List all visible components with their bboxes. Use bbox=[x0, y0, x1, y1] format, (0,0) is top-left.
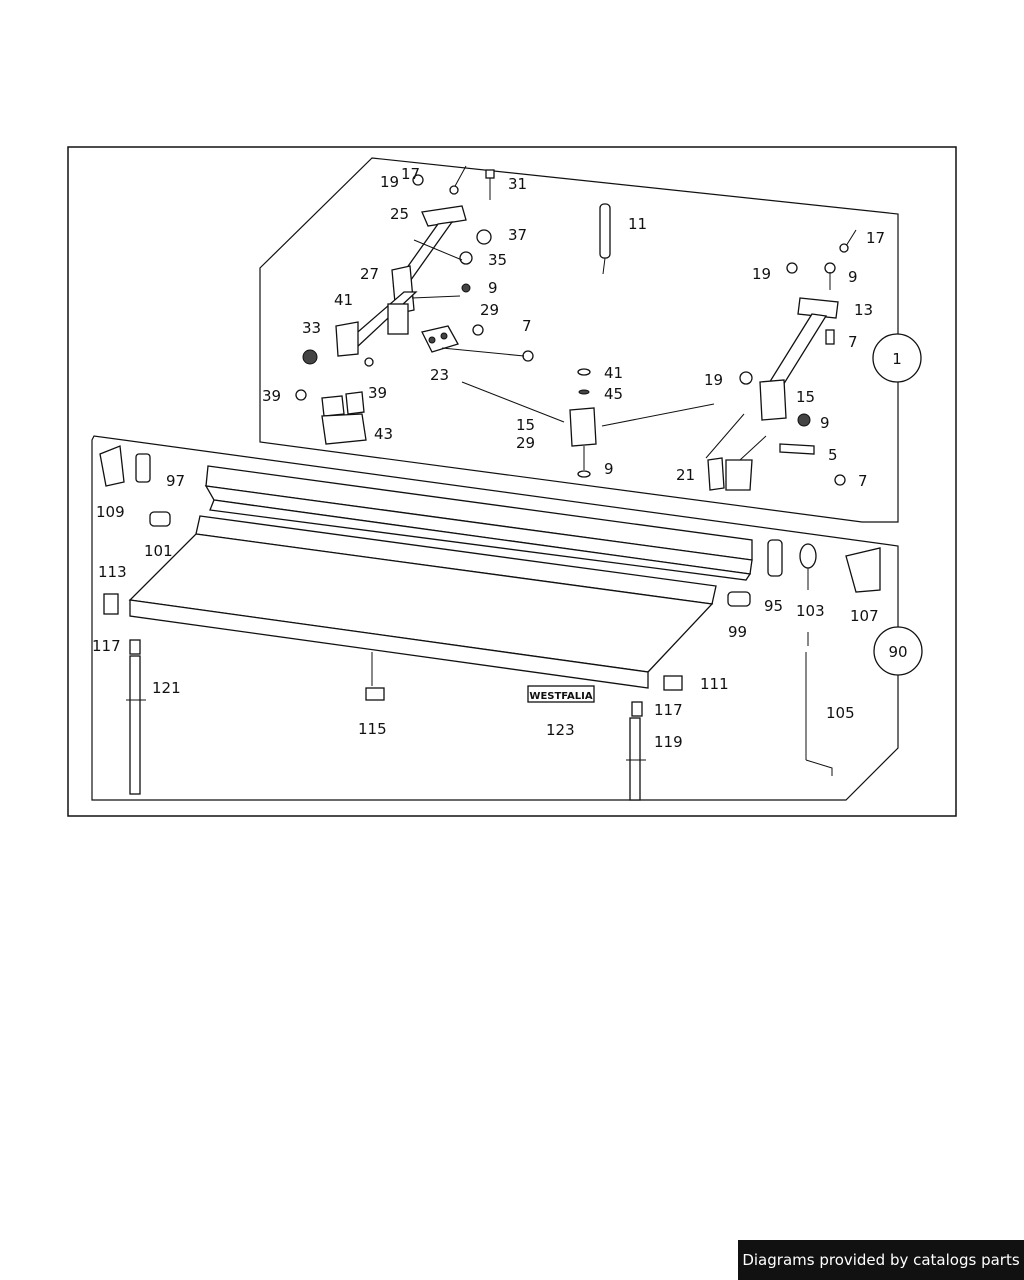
part-label-39: 39 bbox=[368, 384, 387, 402]
part-label-117: 117 bbox=[92, 637, 121, 655]
end-caps bbox=[99, 445, 881, 691]
part-label-21: 21 bbox=[676, 466, 695, 484]
part-label-35: 35 bbox=[488, 251, 507, 269]
part-label-19: 19 bbox=[752, 265, 771, 283]
group-panel-1 bbox=[259, 157, 899, 523]
diagram-frame bbox=[67, 146, 957, 817]
part-label-7: 7 bbox=[848, 333, 858, 351]
group-1-leader-lines bbox=[411, 239, 767, 461]
part-label-123: 123 bbox=[546, 721, 575, 739]
part-label-15: 15 bbox=[516, 416, 535, 434]
part-label-9: 9 bbox=[820, 414, 830, 432]
part-label-15: 15 bbox=[796, 388, 815, 406]
group-callout-1: 1 bbox=[872, 333, 922, 383]
part-label-95: 95 bbox=[764, 597, 783, 615]
part-label-9: 9 bbox=[604, 460, 614, 478]
awning-case bbox=[204, 465, 753, 581]
part-label-23: 23 bbox=[430, 366, 449, 384]
part-label-109: 109 bbox=[96, 503, 125, 521]
part-label-111: 111 bbox=[700, 675, 729, 693]
part-label-121: 121 bbox=[152, 679, 181, 697]
logo-plate-123: WESTFALIA bbox=[527, 685, 595, 703]
part-label-45: 45 bbox=[604, 385, 623, 403]
center-bracket bbox=[569, 368, 597, 478]
part-label-41: 41 bbox=[604, 364, 623, 382]
awning-fabric bbox=[128, 533, 714, 689]
group-panel-90 bbox=[91, 435, 899, 801]
part-label-13: 13 bbox=[854, 301, 873, 319]
part-label-19: 19 bbox=[704, 371, 723, 389]
part-label-39: 39 bbox=[262, 387, 281, 405]
part-label-31: 31 bbox=[508, 175, 527, 193]
bracket-43 bbox=[321, 391, 367, 445]
small-fasteners bbox=[295, 165, 534, 401]
part-label-103: 103 bbox=[796, 602, 825, 620]
footer-credit: Diagrams provided by catalogs parts bbox=[738, 1240, 1024, 1280]
part-label-37: 37 bbox=[508, 226, 527, 244]
bracket-21 bbox=[707, 457, 753, 491]
part-label-105: 105 bbox=[826, 704, 855, 722]
svg-text:90: 90 bbox=[888, 643, 907, 661]
pin-11 bbox=[599, 203, 611, 275]
part-label-101: 101 bbox=[144, 542, 173, 560]
part-label-11: 11 bbox=[628, 215, 647, 233]
part-label-113: 113 bbox=[98, 563, 127, 581]
part-label-7: 7 bbox=[522, 317, 532, 335]
crank-handle bbox=[805, 652, 833, 776]
part-label-33: 33 bbox=[302, 319, 321, 337]
part-label-9: 9 bbox=[488, 279, 498, 297]
part-label-97: 97 bbox=[166, 472, 185, 490]
left-arm-assembly bbox=[335, 205, 467, 357]
part-label-29: 29 bbox=[516, 434, 535, 452]
part-label-117: 117 bbox=[654, 701, 683, 719]
part-label-17: 17 bbox=[866, 229, 885, 247]
svg-text:1: 1 bbox=[892, 350, 902, 368]
part-label-29: 29 bbox=[480, 301, 499, 319]
part-label-9: 9 bbox=[848, 268, 858, 286]
right-arm-assembly bbox=[739, 229, 857, 486]
part-label-27: 27 bbox=[360, 265, 379, 283]
part-label-115: 115 bbox=[358, 720, 387, 738]
part-label-99: 99 bbox=[728, 623, 747, 641]
svg-text:WESTFALIA: WESTFALIA bbox=[529, 691, 592, 702]
part-label-17: 17 bbox=[401, 165, 420, 183]
part-label-41: 41 bbox=[334, 291, 353, 309]
support-legs bbox=[126, 639, 646, 801]
part-label-107: 107 bbox=[850, 607, 879, 625]
part-label-119: 119 bbox=[654, 733, 683, 751]
part-label-5: 5 bbox=[828, 446, 838, 464]
part-label-19: 19 bbox=[380, 173, 399, 191]
part-label-43: 43 bbox=[374, 425, 393, 443]
group-callout-90: 90 bbox=[873, 626, 923, 676]
group-90-leader-lines bbox=[371, 632, 809, 686]
part-label-7: 7 bbox=[858, 472, 868, 490]
part-label-25: 25 bbox=[390, 205, 409, 223]
